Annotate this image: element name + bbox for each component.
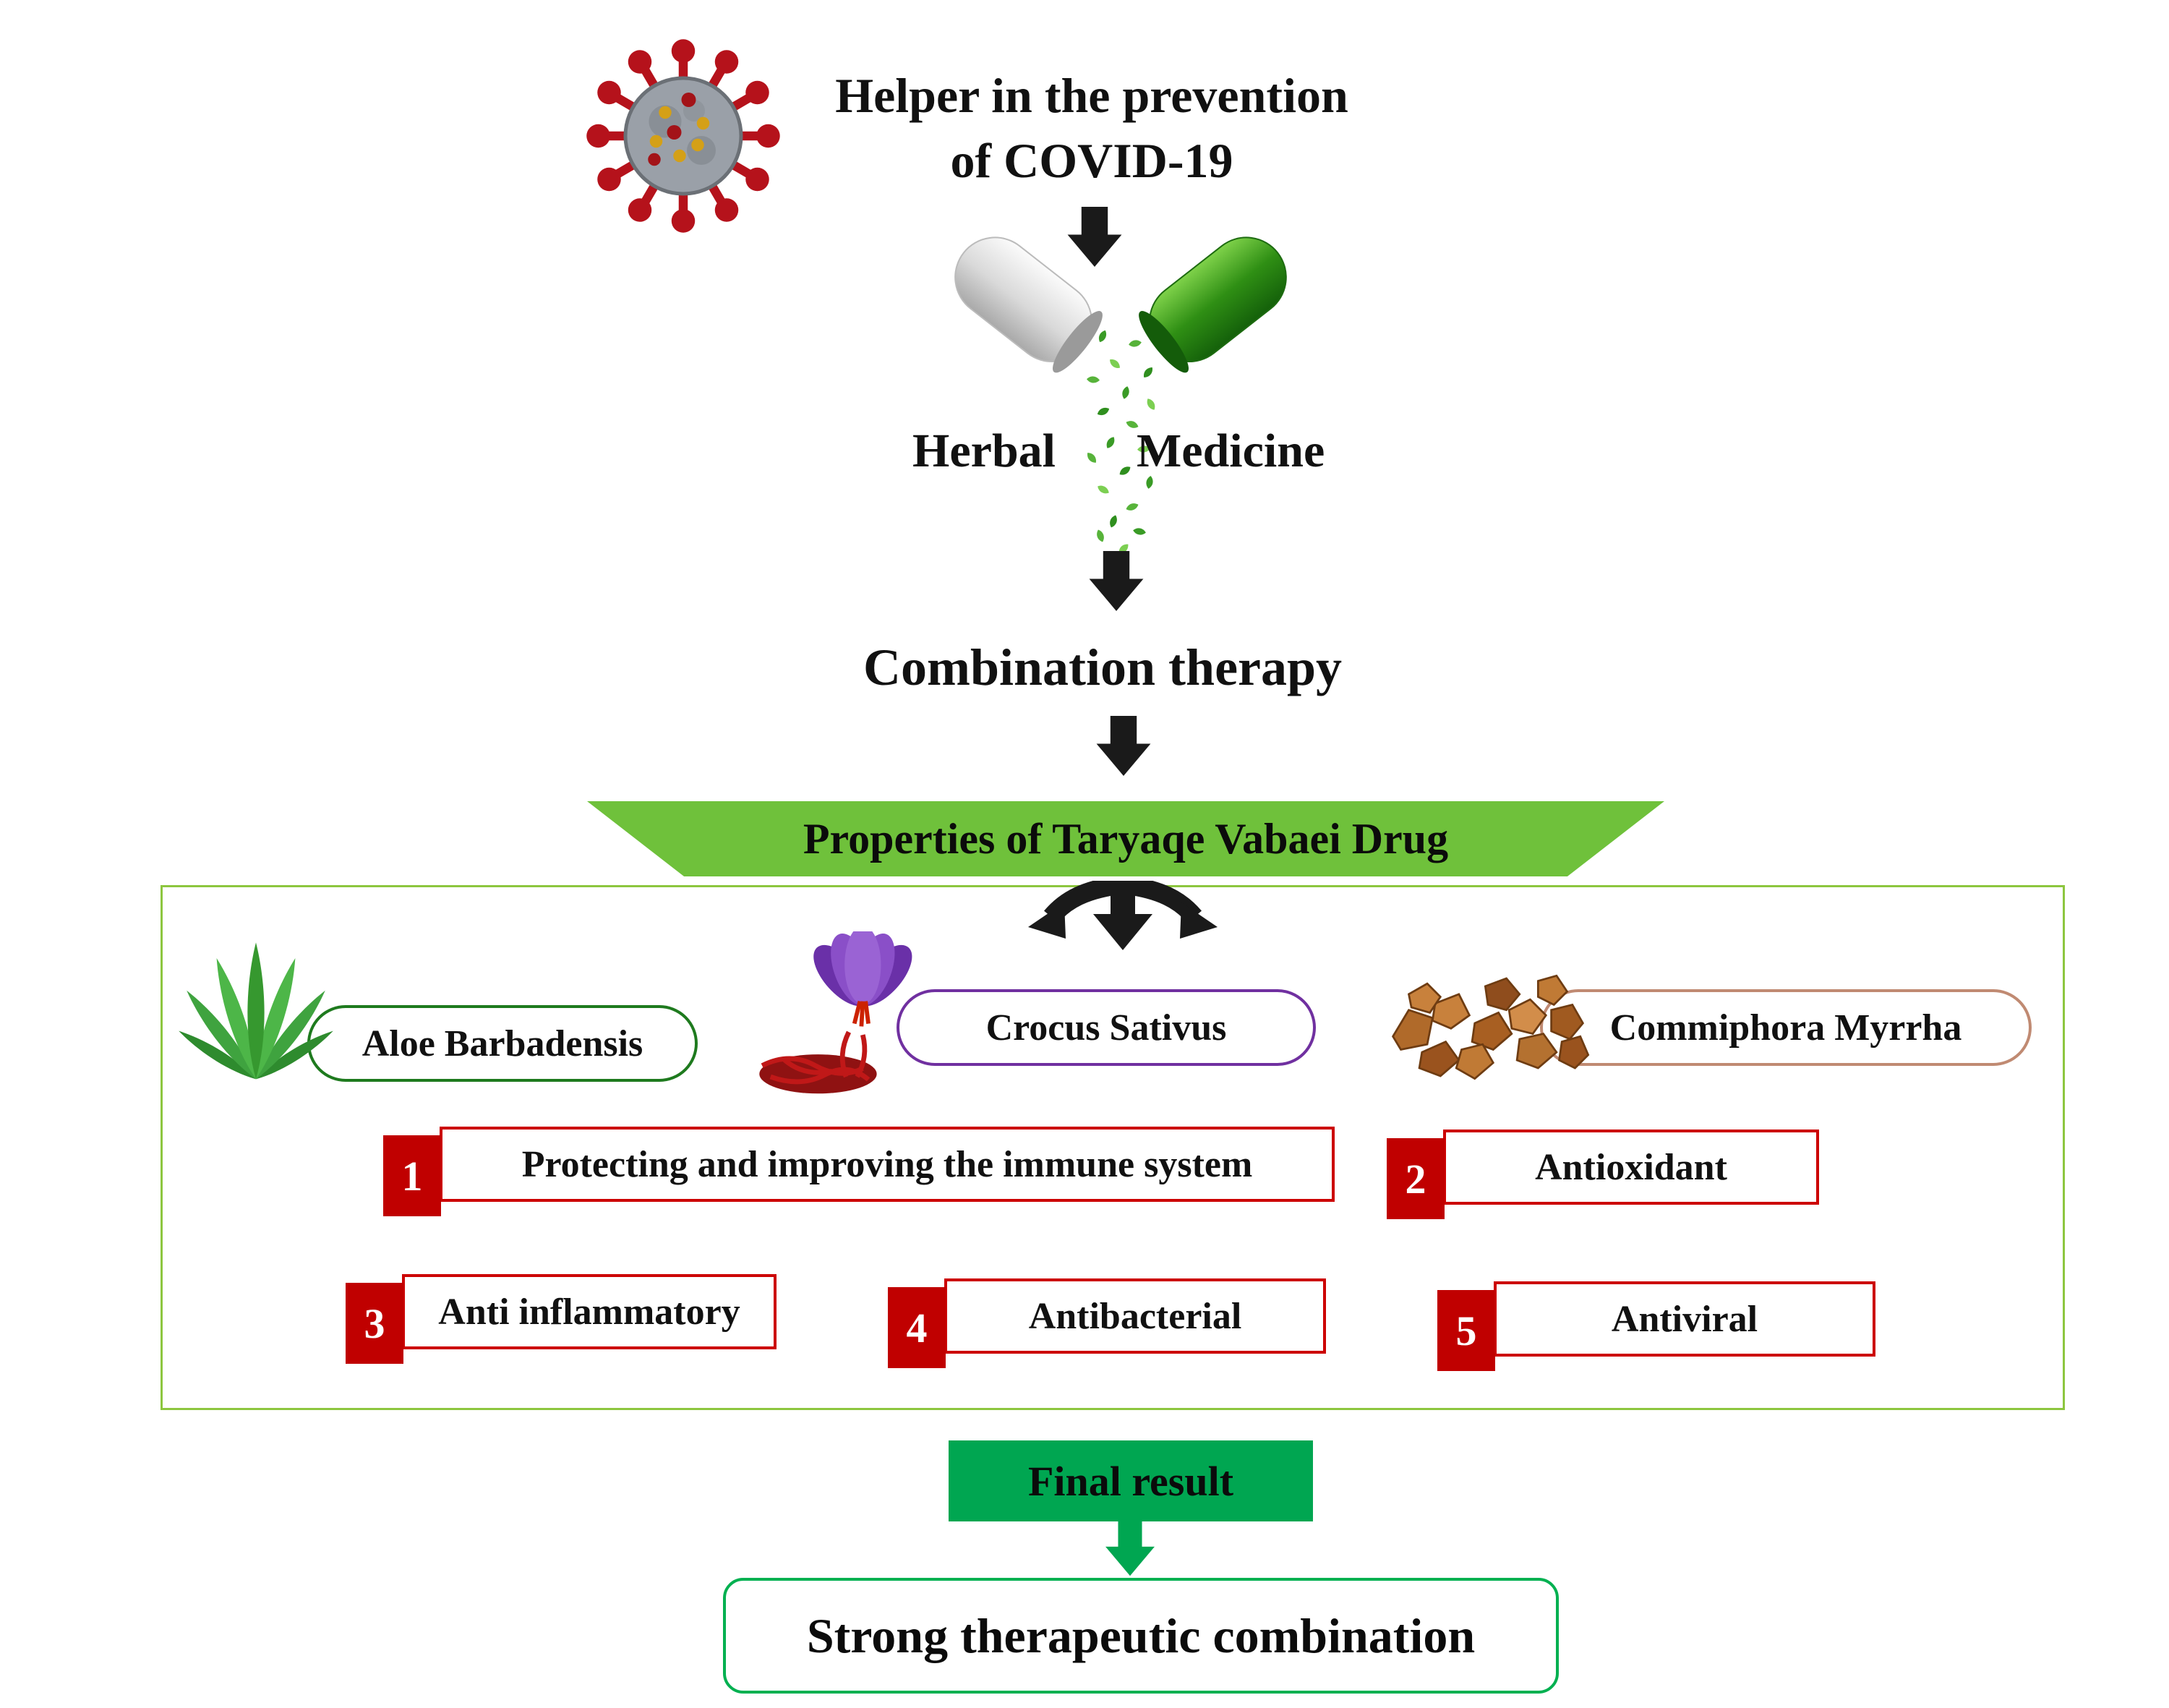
down-arrow-icon xyxy=(1096,716,1151,776)
ingredient-label: Crocus Sativus xyxy=(985,1007,1227,1049)
ingredient-label: Commiphora Myrrha xyxy=(1609,1007,1962,1049)
property-antioxidant: 2 Antioxidant xyxy=(1387,1130,1819,1219)
property-immune-system: 1 Protecting and improving the immune sy… xyxy=(383,1127,1335,1216)
capsule-white-half xyxy=(954,236,1103,373)
aloe-plant-icon xyxy=(176,942,336,1085)
property-label: Anti inflammatory xyxy=(402,1274,777,1349)
combination-therapy-label: Combination therapy xyxy=(863,639,1343,696)
herbal-capsule-icon xyxy=(954,236,1287,556)
title-line-1: Helper in the prevention xyxy=(835,68,1348,123)
final-result-label: Final result xyxy=(1027,1457,1234,1505)
branch-arrows-icon xyxy=(1028,881,1218,950)
property-number-badge: 3 xyxy=(346,1283,403,1364)
coronavirus-icon xyxy=(586,39,780,233)
ingredient-label: Aloe Barbadensis xyxy=(362,1022,643,1064)
title-line-2: of COVID-19 xyxy=(950,132,1233,188)
property-label: Antibacterial xyxy=(944,1278,1326,1354)
property-antibacterial: 4 Antibacterial xyxy=(888,1278,1326,1368)
down-arrow-icon xyxy=(1089,551,1144,611)
property-number-badge: 5 xyxy=(1437,1290,1495,1371)
page-title: Helper in the prevention of COVID-19 xyxy=(759,64,1424,194)
crocus-petals xyxy=(813,931,912,1007)
final-result-box: Final result xyxy=(949,1440,1313,1521)
down-arrow-green-icon xyxy=(1105,1521,1155,1576)
property-antiviral: 5 Antiviral xyxy=(1437,1281,1875,1371)
ingredient-crocus-sativus: Crocus Sativus xyxy=(897,989,1316,1066)
herbal-label: Herbal xyxy=(912,424,1056,477)
property-label: Antiviral xyxy=(1494,1281,1875,1357)
property-label: Antioxidant xyxy=(1443,1130,1819,1205)
properties-banner-label: Properties of Taryaqe Vabaei Drug xyxy=(803,814,1449,863)
property-number-badge: 1 xyxy=(383,1135,441,1216)
capsule-green-half xyxy=(1139,236,1287,373)
myrrh-resin-icon xyxy=(1392,974,1590,1080)
property-label: Protecting and improving the immune syst… xyxy=(440,1127,1335,1202)
ingredient-aloe-barbadensis: Aloe Barbadensis xyxy=(307,1005,698,1082)
property-anti-inflammatory: 3 Anti inflammatory xyxy=(346,1274,777,1364)
conclusion-label: Strong therapeutic combination xyxy=(806,1607,1476,1663)
property-number-badge: 4 xyxy=(888,1287,946,1368)
properties-banner: Properties of Taryaqe Vabaei Drug xyxy=(587,801,1664,876)
conclusion-box: Strong therapeutic combination xyxy=(723,1578,1559,1694)
property-number-badge: 2 xyxy=(1387,1138,1445,1219)
medicine-label: Medicine xyxy=(1137,424,1325,477)
down-arrow-icon xyxy=(1067,207,1122,267)
saffron-flower-icon xyxy=(759,931,912,1094)
ingredient-commiphora-myrrha: Commiphora Myrrha xyxy=(1540,989,2032,1066)
